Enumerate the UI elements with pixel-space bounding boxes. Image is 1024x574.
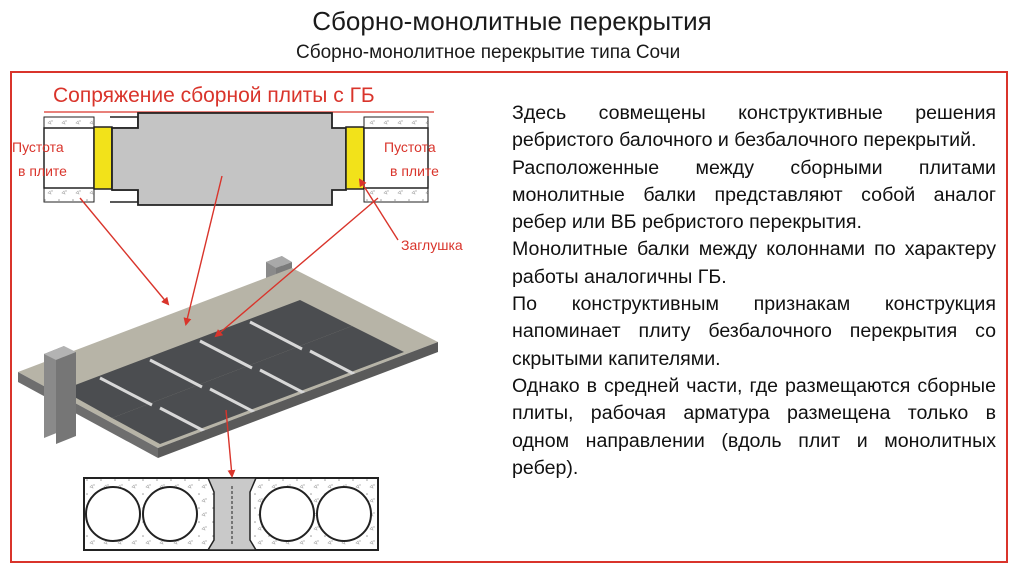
void-4	[316, 486, 372, 542]
paragraph-1: Здесь совмещены конструктивные решения р…	[512, 102, 996, 152]
rib-line-4	[249, 320, 303, 351]
arrow-left-to-deck	[79, 197, 170, 306]
void-right-label-2: в плите	[390, 163, 439, 179]
girder-section	[111, 112, 347, 206]
column-front-face	[56, 352, 76, 444]
slide-title: Сборно-монолитные перекрытия	[312, 6, 712, 36]
content-frame	[10, 71, 1008, 563]
right-plug	[345, 126, 365, 190]
slide-subtitle: Сборно-монолитное перекрытие типа Сочи	[296, 42, 681, 63]
arrow-plug	[358, 178, 399, 241]
void-3	[259, 486, 315, 542]
void-2	[142, 486, 198, 542]
void-1	[85, 486, 141, 542]
rib-line-7	[259, 368, 307, 396]
column-front-top	[44, 346, 76, 360]
figure-heading: Сопряжение сборной плиты с ГБ	[53, 84, 375, 107]
rib-line-3	[199, 339, 253, 370]
void-left-label-1: Пустота	[12, 139, 64, 155]
slab-area-2	[112, 326, 404, 444]
void-left-label-2: в плите	[18, 163, 67, 179]
column-back-top	[266, 256, 292, 268]
right-slab-void	[363, 127, 429, 189]
paragraph-4: По конструктивным признакам конструкция …	[512, 293, 996, 370]
arrow-beam-to-deck	[183, 175, 223, 326]
rib-line-2	[149, 358, 203, 389]
hollow-core-section	[83, 477, 379, 551]
void-right-label-1: Пустота	[384, 139, 436, 155]
rib-line-1	[99, 376, 153, 407]
paragraph-5: Однако в средней части, где размещаются …	[512, 374, 996, 479]
paragraph-3: Монолитные балки между колоннами по хара…	[512, 238, 996, 288]
left-slab-void	[43, 127, 95, 189]
rib-line-8	[309, 349, 357, 377]
slab-area	[62, 300, 352, 418]
arrow-to-section	[225, 409, 236, 478]
paragraph-2: Расположенные между сборными плитами мон…	[512, 156, 996, 234]
plug-label: Заглушка	[401, 237, 463, 253]
rib-line-6	[209, 387, 257, 415]
rib-line-5	[159, 406, 207, 434]
description-text: Здесь совмещены конструктивные решения р…	[512, 100, 996, 482]
left-plug	[93, 126, 113, 190]
joint-section	[43, 112, 429, 206]
arrow-right-to-deck	[214, 197, 379, 338]
